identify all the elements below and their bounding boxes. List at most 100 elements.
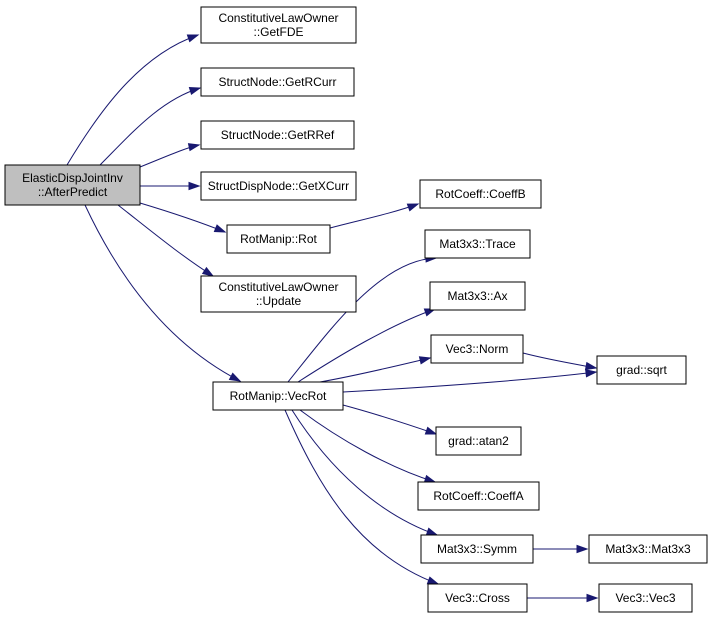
- edge-line: [139, 202, 226, 233]
- edge-root-to-getxcurr: [140, 181, 201, 191]
- edge-line: [99, 87, 201, 166]
- node-getrref[interactable]: StructNode::GetRRef: [200, 120, 355, 150]
- node-box: [200, 275, 357, 313]
- edge-arrowhead: [425, 527, 439, 536]
- node-trace[interactable]: Mat3x3::Trace: [424, 229, 531, 259]
- edge-arrowhead: [188, 181, 201, 191]
- node-box: [419, 179, 542, 209]
- node-atan2[interactable]: grad::atan2: [435, 426, 522, 456]
- node-ax[interactable]: Mat3x3::Ax: [429, 281, 526, 311]
- edge-cross-to-vec3: [527, 593, 599, 603]
- edge-line: [291, 409, 438, 536]
- node-box: [435, 426, 522, 456]
- node-label: Vec3::Vec3: [615, 591, 675, 605]
- node-label: RotManip::VecRot: [230, 389, 327, 403]
- node-box: [427, 583, 528, 613]
- edge-line: [522, 352, 597, 369]
- node-label: Vec3::Norm: [446, 342, 509, 356]
- edge-arrowhead: [187, 143, 201, 152]
- node-label: RotCoeff::CoeffB: [435, 187, 525, 201]
- node-label: Mat3x3::Mat3x3: [605, 542, 691, 556]
- edge-norm-to-sqrt: [522, 352, 598, 371]
- node-symm[interactable]: Mat3x3::Symm: [420, 534, 534, 564]
- edge-vecrot-to-coeffa: [299, 409, 437, 483]
- edge-arrowhead: [584, 361, 598, 371]
- node-coeffb[interactable]: RotCoeff::CoeffB: [419, 179, 542, 209]
- node-label: Mat3x3::Trace: [439, 237, 516, 251]
- node-update[interactable]: ConstitutiveLawOwner::Update: [200, 275, 357, 313]
- node-sqrt[interactable]: grad::sqrt: [596, 355, 687, 385]
- node-mat3x3[interactable]: Mat3x3::Mat3x3: [588, 534, 708, 564]
- node-box: [226, 224, 331, 254]
- node-box: [200, 67, 355, 97]
- edge-vecrot-to-sqrt: [342, 369, 598, 393]
- edge-symm-to-mat3x3: [533, 544, 589, 554]
- edge-root-to-update: [117, 204, 215, 277]
- edge-arrowhead: [188, 86, 202, 96]
- node-label: ::Update: [256, 294, 302, 308]
- edge-arrowhead: [424, 426, 438, 435]
- edges-layer: [66, 34, 599, 603]
- node-box: [4, 164, 141, 206]
- node-box: [596, 355, 687, 385]
- edge-line: [284, 409, 439, 585]
- node-label: RotCoeff::CoeffA: [433, 489, 523, 503]
- edge-line: [287, 257, 437, 383]
- node-label: grad::atan2: [448, 434, 509, 448]
- node-label: StructNode::GetRRef: [221, 128, 335, 142]
- edge-line: [117, 204, 214, 277]
- node-getfde[interactable]: ConstitutiveLawOwner::GetFDE: [200, 6, 357, 44]
- node-box: [200, 6, 357, 44]
- node-box: [598, 583, 693, 613]
- edge-vecrot-to-atan2: [342, 404, 438, 435]
- edge-vecrot-to-symm: [291, 409, 439, 536]
- edge-vecrot-to-cross: [284, 409, 440, 585]
- edge-root-to-getrref: [139, 143, 201, 168]
- edge-line: [66, 34, 199, 166]
- edge-vecrot-to-norm: [319, 356, 432, 383]
- edge-line: [342, 404, 437, 435]
- node-box: [424, 229, 531, 259]
- edge-arrowhead: [418, 356, 432, 365]
- node-label: ::GetFDE: [253, 25, 303, 39]
- node-label: RotManip::Rot: [240, 232, 317, 246]
- edge-line: [329, 203, 419, 229]
- node-getxcurr[interactable]: StructDispNode::GetXCurr: [200, 171, 357, 201]
- node-getrcurr[interactable]: StructNode::GetRCurr: [200, 67, 355, 97]
- node-label: Mat3x3::Ax: [447, 289, 507, 303]
- edge-root-to-getrcurr: [99, 86, 202, 166]
- node-label: StructDispNode::GetXCurr: [208, 179, 349, 193]
- node-box: [420, 534, 534, 564]
- edge-line: [299, 409, 436, 483]
- edge-root-to-getfde: [66, 34, 200, 166]
- node-box: [588, 534, 708, 564]
- node-label: StructNode::GetRCurr: [218, 75, 336, 89]
- node-label: grad::sqrt: [616, 363, 667, 377]
- node-root[interactable]: ElasticDispJointInv::AfterPredict: [4, 164, 141, 206]
- node-label: Mat3x3::Symm: [437, 542, 517, 556]
- edge-line: [342, 371, 597, 393]
- edge-root-to-vecrot: [84, 204, 242, 382]
- edge-root-to-rot: [139, 202, 227, 233]
- edge-arrowhead: [426, 576, 440, 585]
- node-vecrot[interactable]: RotManip::VecRot: [212, 381, 344, 411]
- node-vec3[interactable]: Vec3::Vec3: [598, 583, 693, 613]
- edge-rot-to-coeffb: [329, 203, 420, 229]
- edge-line: [297, 308, 436, 383]
- node-norm[interactable]: Vec3::Norm: [430, 334, 524, 364]
- edge-arrowhead: [186, 34, 200, 43]
- node-coeffa[interactable]: RotCoeff::CoeffA: [417, 481, 540, 511]
- node-label: ::AfterPredict: [38, 185, 108, 199]
- node-rot[interactable]: RotManip::Rot: [226, 224, 331, 254]
- edge-arrowhead: [586, 593, 599, 603]
- node-label: ConstitutiveLawOwner: [218, 280, 338, 294]
- node-box: [429, 281, 526, 311]
- node-label: ConstitutiveLawOwner: [218, 11, 338, 25]
- edge-arrowhead: [406, 203, 420, 212]
- edge-arrowhead: [423, 474, 437, 483]
- node-box: [430, 334, 524, 364]
- node-box: [200, 120, 355, 150]
- node-cross[interactable]: Vec3::Cross: [427, 583, 528, 613]
- edge-vecrot-to-trace: [287, 254, 438, 383]
